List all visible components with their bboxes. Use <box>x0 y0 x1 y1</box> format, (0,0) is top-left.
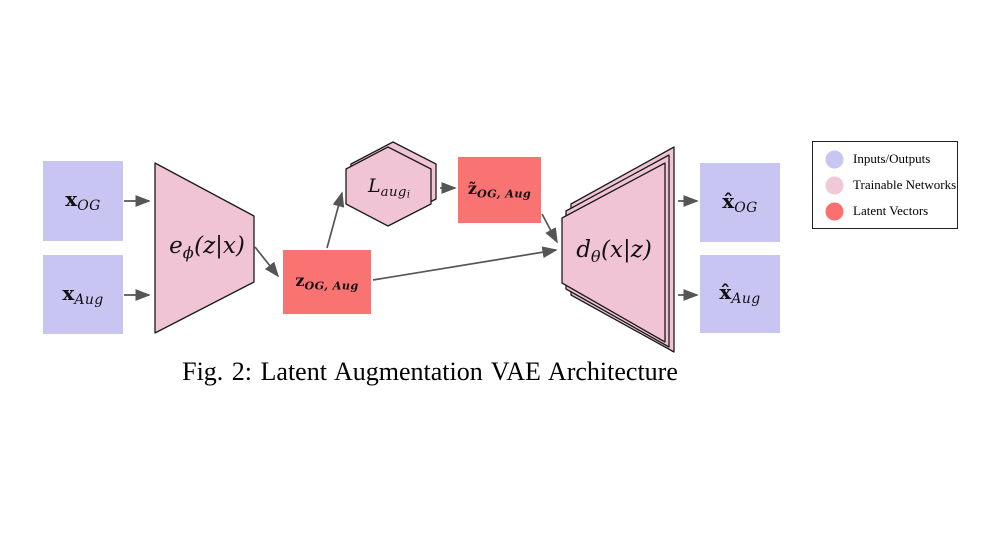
output-aug-label: x̂Aug <box>719 280 761 308</box>
output-aug-box: x̂Aug <box>700 255 780 333</box>
latent-box: zOG, Aug <box>283 250 371 314</box>
encoder-shape <box>154 162 255 334</box>
figure-caption: Fig. 2: Latent Augmentation VAE Architec… <box>182 357 678 386</box>
output-og-label: x̂OG <box>722 188 758 217</box>
input-og-box: xOG <box>43 161 123 241</box>
decoder-shape <box>561 162 666 343</box>
output-og-box: x̂OG <box>700 163 780 242</box>
aug-loss-label: Laugi <box>368 175 410 201</box>
arrow-latent-to-decoder <box>372 246 558 281</box>
aug-loss-hexagon <box>345 146 432 227</box>
arrow-latent-aug-to-decoder <box>541 213 558 244</box>
legend-label-trainable-networks: Trainable Networks <box>853 177 957 192</box>
input-aug-label: xAug <box>62 280 104 309</box>
latent-aug-label: z̃OG, Aug <box>467 179 532 201</box>
legend-swatch-trainable-networks-icon <box>825 176 844 194</box>
latent-aug-box: z̃OG, Aug <box>458 157 541 223</box>
legend-label-latent-vectors: Latent Vectors <box>853 203 929 218</box>
latent-label: zOG, Aug <box>295 271 359 293</box>
legend-swatch-latent-vectors-icon <box>825 202 844 220</box>
arrow-latent-to-aug-loss <box>326 191 345 249</box>
input-aug-box: xAug <box>43 255 123 334</box>
legend-label-inputs-outputs: Inputs/Outputs <box>853 151 931 166</box>
legend-item-latent-vectors: Latent Vectors <box>825 201 957 222</box>
legend-item-inputs-outputs: Inputs/Outputs <box>825 149 957 170</box>
legend-swatch-inputs-outputs-icon <box>825 150 844 168</box>
legend-box: Inputs/Outputs Trainable Networks Latent… <box>812 141 958 229</box>
encoder-label: eϕ(z|x) <box>169 233 245 262</box>
input-og-label: xOG <box>65 187 101 215</box>
legend-item-trainable-networks: Trainable Networks <box>825 175 957 196</box>
arrow-encoder-to-latent <box>254 246 280 278</box>
decoder-label: dθ(x|z) <box>576 237 652 266</box>
